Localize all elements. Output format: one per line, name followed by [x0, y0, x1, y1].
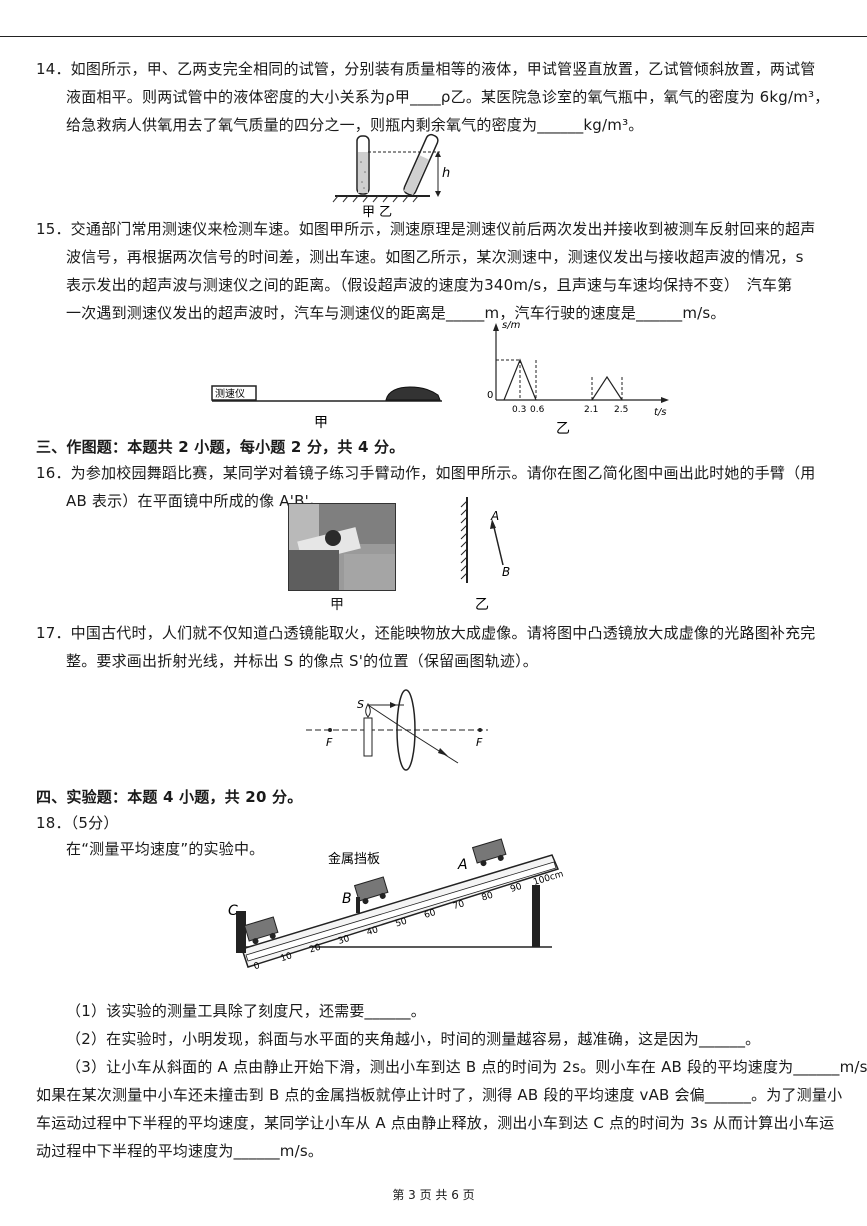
cart-a: [471, 838, 507, 867]
q18-part-1: （1）该实验的测量工具除了刻度尺，还需要______。: [66, 1002, 426, 1020]
q15-line-2: 波信号，再根据两次信号的时间差，测出车速。如图乙所示，某次测速中，测速仪发出与接…: [66, 248, 804, 266]
focus-left-label: F: [326, 736, 333, 749]
ruler-tick-90: 90: [509, 882, 523, 895]
q14-line-1: 14．如图所示，甲、乙两支完全相同的试管，分别装有质量相等的液体，甲试管竖直放置…: [36, 60, 816, 78]
candle: [363, 717, 373, 757]
ruler-tick-80: 80: [481, 891, 495, 904]
graph-origin: 0: [487, 390, 493, 401]
ruler-tick-40: 40: [366, 925, 380, 938]
graph-pulse-2: [591, 375, 623, 401]
focus-right-label: F: [476, 736, 483, 749]
q16-fig-jia: 甲: [330, 597, 345, 613]
speed-meter-label: 测速仪: [215, 387, 245, 400]
q18-intro: 在“测量平均速度”的实验中。: [66, 840, 265, 858]
convex-lens: [396, 689, 416, 771]
arm-ab: [492, 522, 504, 566]
ruler-tick-20: 20: [308, 943, 322, 956]
q15-fig-jia: 甲: [314, 415, 328, 431]
page-footer: 第 3 页 共 6 页: [392, 1188, 475, 1202]
q16-line-2: AB 表示）在平面镜中所成的像 A'B'。: [66, 492, 325, 510]
convex-lens-diagram: F F S: [306, 689, 488, 771]
q14-figure-labels: 甲 乙: [362, 205, 392, 220]
mirror-dance-photo: [288, 503, 396, 591]
q18-part-2: （2）在实验时，小明发现，斜面与水平面的夹角越小，时间的测量越容易，越准确，这是…: [66, 1030, 761, 1048]
graph-tick-3: 2.5: [614, 405, 628, 415]
point-b-label: B: [342, 891, 352, 907]
q18-part-3c: 车运动过程中下半程的平均速度，某同学让小车从 A 点由静止释放，测出小车到达 C…: [36, 1114, 835, 1132]
q14-h-label: h: [442, 166, 450, 181]
label-b: B: [502, 565, 510, 579]
ruler-tick-0: 0: [253, 961, 262, 972]
ruler-tick-70: 70: [452, 899, 466, 912]
q18-part-3a: （3）让小车从斜面的 A 点由静止开始下滑，测出小车到达 B 点的时间为 2s。…: [66, 1058, 867, 1076]
q15-line-4: 一次遇到测速仪发出的超声波时，汽车与测速仪的距离是_____m，汽车行驶的速度是…: [66, 304, 726, 322]
graph-y-label: s/m: [502, 320, 521, 331]
graph-tick-1: 0.6: [530, 405, 545, 415]
ruler: [245, 861, 557, 962]
cart-c: [243, 916, 279, 945]
q15-line-1: 15．交通部门常用测速仪来检测车速。如图甲所示，测速原理是测速仪前后两次发出并接…: [36, 220, 816, 238]
incline-experiment-figure: 0 10 20 30 40 50 60 70 80 90 100cm 金属挡板 …: [228, 838, 565, 972]
end-stop: [236, 911, 246, 953]
q18-part-3b: 如果在某次测量中小车还未撞击到 B 点的金属挡板就停止计时了，测得 AB 段的平…: [36, 1086, 843, 1104]
car-icon: [385, 386, 441, 401]
graph-x-label: t/s: [654, 407, 667, 418]
flame-icon: [365, 702, 371, 718]
metal-baffle: [356, 897, 360, 913]
q16-fig-yi: 乙: [475, 597, 489, 613]
graph-tick-2: 2.1: [584, 405, 598, 415]
top-rule: [0, 36, 867, 37]
label-s: S: [357, 698, 364, 711]
ruler-tick-50: 50: [394, 917, 408, 930]
baffle-label: 金属挡板: [328, 851, 380, 867]
speed-meter-road-figure: 测速仪 甲: [211, 385, 442, 431]
q15-line-3: 表示发出的超声波与测速仪之间的距离。（假设超声波的速度为340m/s，且声速与车…: [66, 276, 793, 294]
ultrasound-graph: s/m t/s 0 0.3 0.6 2.1 2.5 乙: [487, 320, 669, 437]
section-3-heading: 三、作图题：本题共 2 小题，每小题 2 分，共 4 分。: [36, 438, 405, 456]
q14-line-3: 给急救病人供氧用去了氧气质量的四分之一，则瓶内剩余氧气的密度为______kg/…: [66, 116, 644, 134]
q16-line-1: 16．为参加校园舞蹈比赛，某同学对着镜子练习手臂动作，如图甲所示。请你在图乙简化…: [36, 464, 816, 482]
ruler-tick-60: 60: [423, 908, 437, 921]
ruler-tick-30: 30: [337, 934, 351, 947]
mirror-arm-diagram: A B 乙: [460, 497, 510, 613]
q14-line-2: 液面相平。则两试管中的液体密度的大小关系为ρ甲____ρ乙。某医院急诊室的氧气瓶…: [66, 88, 830, 106]
graph-tick-0: 0.3: [512, 405, 526, 415]
point-a-label: A: [457, 857, 468, 873]
cart-b: [353, 876, 389, 905]
q18-part-3d: 动过程中下半程的平均速度为______m/s。: [36, 1142, 324, 1160]
q15-fig-yi: 乙: [556, 421, 570, 437]
test-tubes-figure: h 甲 乙: [332, 133, 450, 220]
label-a: A: [490, 509, 499, 523]
q17-line-1: 17．中国古代时，人们就不仅知道凸透镜能取火，还能映物放大成虚像。请将图中凸透镜…: [36, 624, 816, 642]
q18-head: 18．（5分）: [36, 814, 119, 832]
q17-line-2: 整。要求画出折射光线，并标出 S 的像点 S'的位置（保留画图轨迹）。: [66, 652, 538, 670]
point-c-label: C: [228, 903, 238, 919]
section-4-heading: 四、实验题：本题 4 小题，共 20 分。: [36, 788, 303, 806]
ruler-tick-10: 10: [280, 951, 294, 964]
